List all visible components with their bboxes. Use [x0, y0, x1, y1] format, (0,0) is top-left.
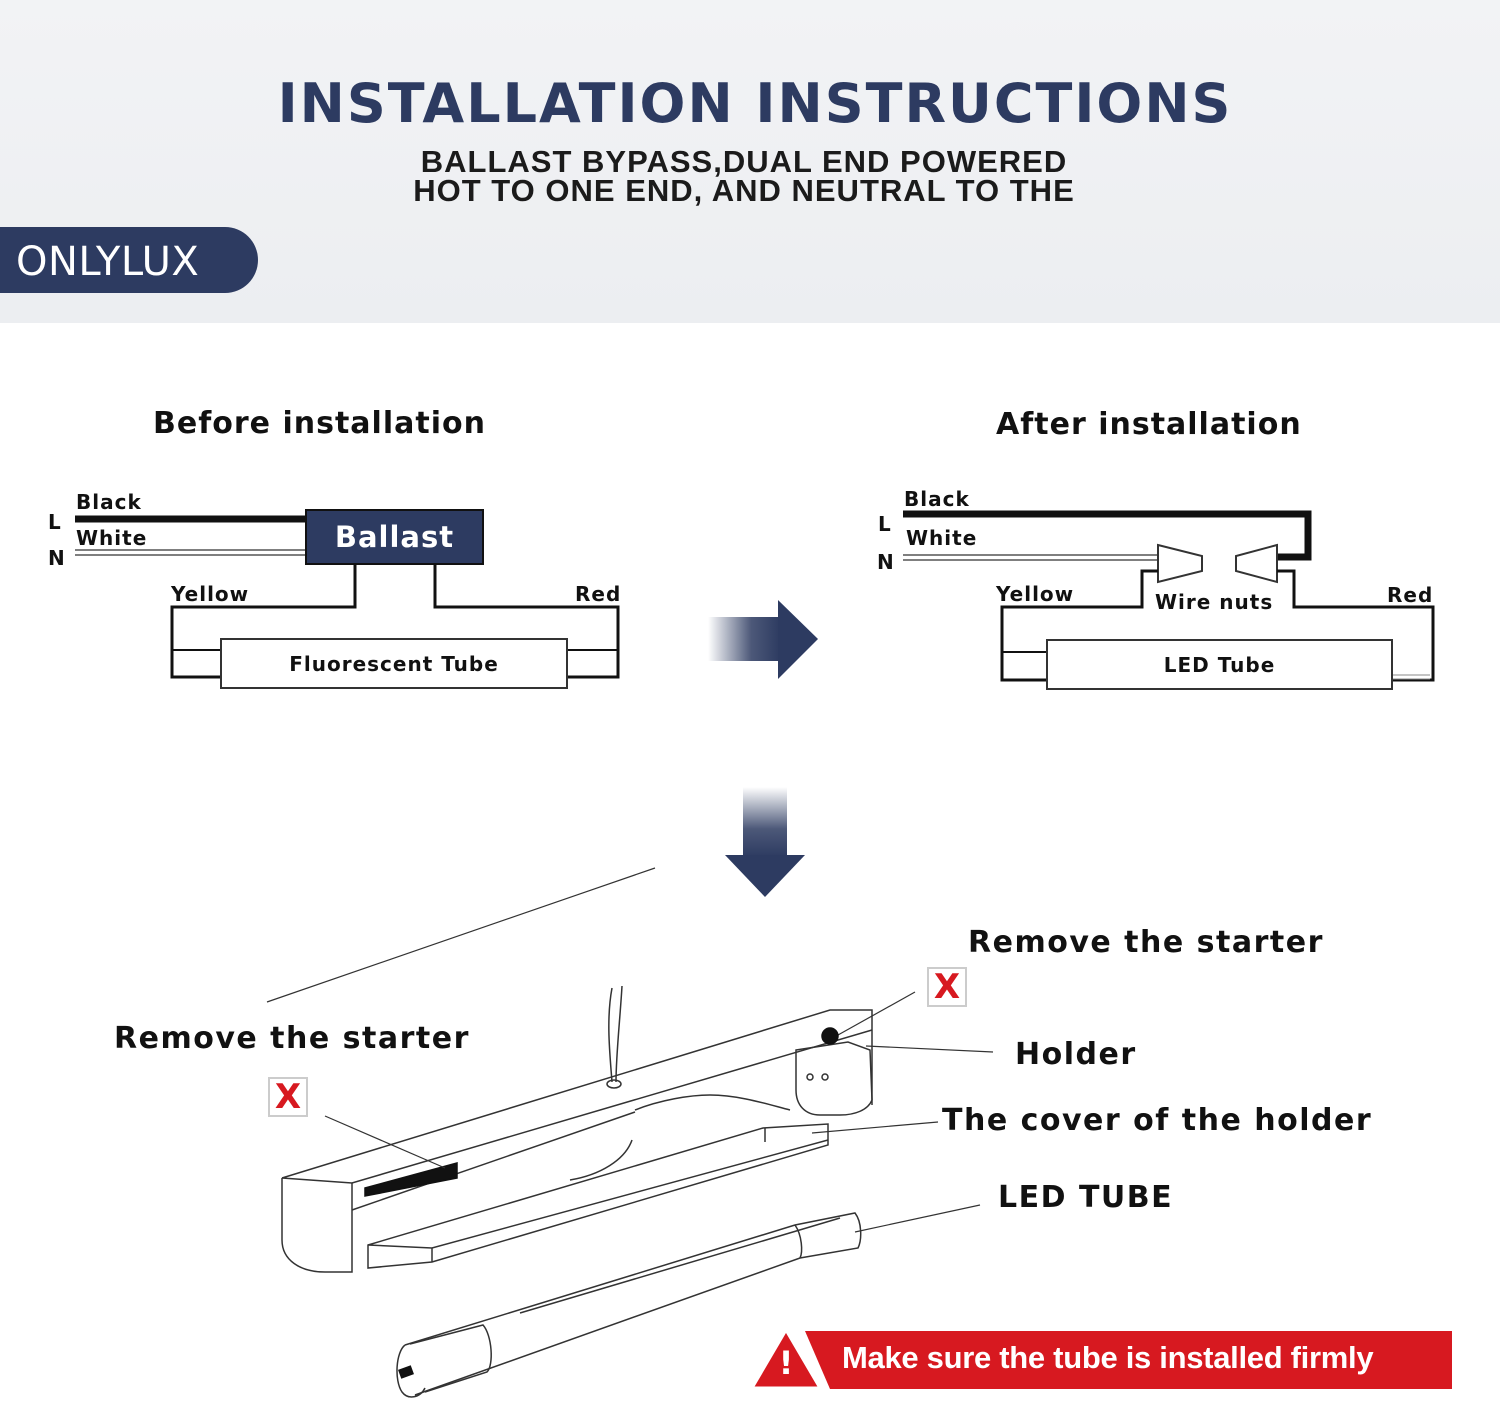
before-wiring	[75, 515, 620, 679]
before-red-wire-label: Red	[575, 582, 622, 606]
fluorescent-tube-box: Fluorescent Tube	[220, 638, 568, 689]
right-arrow-icon	[708, 600, 818, 679]
holder-label: Holder	[1015, 1037, 1137, 1072]
ballast-label: Ballast	[334, 520, 455, 554]
brand-logo-text: ONLYLUX	[16, 239, 200, 285]
after-red-wire-label: Red	[1387, 583, 1434, 607]
down-arrow-icon	[725, 787, 805, 897]
before-installation-title: Before installation	[153, 406, 486, 441]
warning-banner-shapes	[749, 1327, 1452, 1390]
ballast-box: Ballast	[305, 509, 484, 565]
warning-text: Make sure the tube is installed firmly	[842, 1340, 1374, 1375]
before-line-n-label: N	[48, 546, 66, 570]
x-mark-left-icon: X	[268, 1077, 308, 1117]
before-white-wire-label: White	[76, 526, 148, 550]
wire-nuts-label: Wire nuts	[1155, 590, 1274, 614]
after-line-l-label: L	[878, 512, 892, 536]
after-black-wire-label: Black	[904, 487, 970, 511]
fixture-illustration	[266, 867, 994, 1398]
page-title: INSTALLATION INSTRUCTIONS	[277, 72, 1233, 135]
holder-cover-label: The cover of the holder	[942, 1103, 1373, 1138]
before-line-l-label: L	[48, 510, 62, 534]
before-black-wire-label: Black	[76, 490, 142, 514]
before-yellow-wire-label: Yellow	[171, 582, 250, 606]
x-mark-right-icon: X	[927, 967, 967, 1007]
subtitle-line-1: BALLAST BYPASS,DUAL END POWERED	[420, 144, 1068, 179]
subtitle-line-2: HOT TO ONE END, AND NEUTRAL TO THE	[413, 173, 1075, 208]
after-yellow-wire-label: Yellow	[996, 582, 1075, 606]
led-tube-label: LED Tube	[1163, 652, 1276, 677]
led-tube-caption: LED TUBE	[998, 1180, 1174, 1215]
fluorescent-tube-label: Fluorescent Tube	[289, 651, 499, 676]
after-white-wire-label: White	[906, 526, 978, 550]
after-line-n-label: N	[877, 550, 895, 574]
brand-badge: ONLYLUX	[0, 227, 258, 293]
warning-icon: !	[778, 1344, 794, 1382]
remove-starter-right-label: Remove the starter	[968, 925, 1324, 960]
wire-nut-right-icon	[1235, 543, 1278, 584]
led-tube-box: LED Tube	[1046, 639, 1393, 690]
after-installation-title: After installation	[996, 407, 1302, 442]
wire-nut-left-icon	[1157, 543, 1203, 584]
after-wiring	[903, 510, 1435, 682]
remove-starter-left-label: Remove the starter	[114, 1021, 470, 1056]
